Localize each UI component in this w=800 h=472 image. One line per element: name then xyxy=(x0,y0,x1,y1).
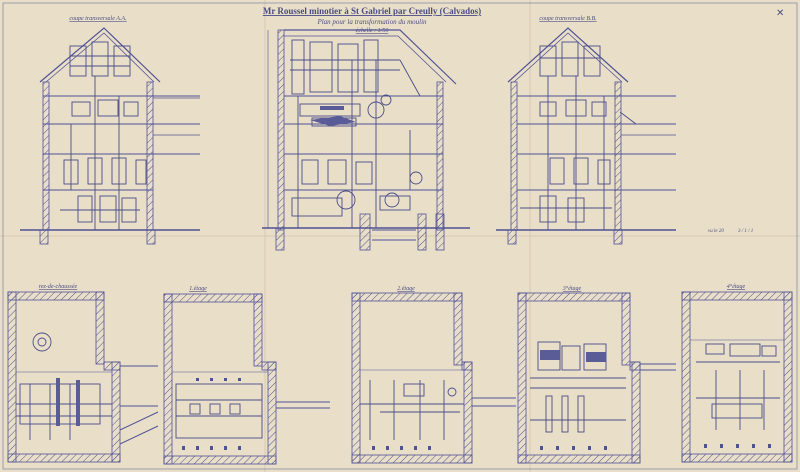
annotation-line-1: vu le 20 xyxy=(708,229,724,234)
floor-plan-ground: rez-de-chaussée xyxy=(7,284,159,463)
annotation-line-2: 3 / 1 / 1 xyxy=(738,229,753,234)
floor-plan-third: 3°étage xyxy=(517,285,676,464)
floor-plan-fourth: 4°étage xyxy=(681,283,793,463)
drawing-subtitle: Plan pour la transformation du moulin xyxy=(316,18,427,26)
floor-plan-label: 3°étage xyxy=(562,285,582,292)
floor-plan-label: 1.étage xyxy=(189,286,207,292)
section-left: coupe transversale A.A. xyxy=(20,16,200,245)
floor-plan-second: 2.étage xyxy=(351,286,516,464)
annotation-note: vu le 20 3 / 1 / 1 xyxy=(708,229,753,234)
section-right-label: coupe transversale B.B. xyxy=(539,16,596,22)
drawing-scale: échelle : 1/50 xyxy=(356,28,389,34)
floor-plan-label: rez-de-chaussée xyxy=(39,284,78,290)
drawing-title: Mr Roussel minotier à St Gabriel par Cre… xyxy=(263,6,481,16)
section-center xyxy=(262,29,470,251)
section-right: coupe transversale B.B. xyxy=(496,16,676,245)
floor-plan-first: 1.étage xyxy=(163,286,330,465)
floor-plan-label: 4°étage xyxy=(727,283,746,290)
floor-plan-label: 2.étage xyxy=(397,286,415,292)
section-left-label: coupe transversale A.A. xyxy=(69,16,126,22)
corner-mark-icon: ✕ xyxy=(776,8,784,19)
